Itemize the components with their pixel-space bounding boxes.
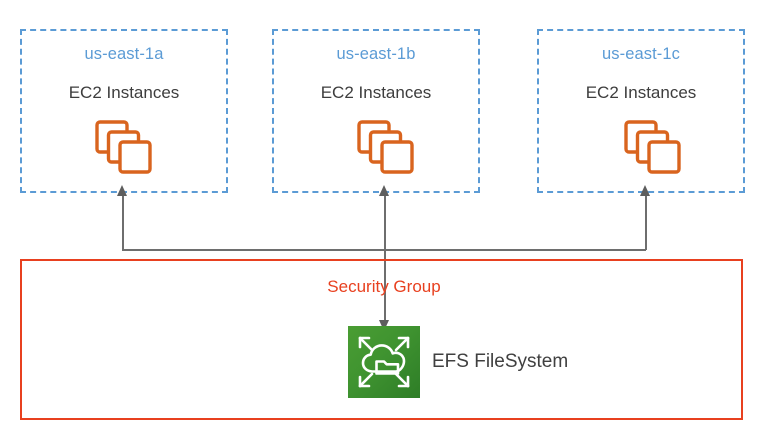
az-label-us-east-1b: us-east-1b bbox=[336, 45, 416, 63]
efs-filesystem-icon bbox=[348, 326, 420, 398]
availability-zone-us-east-1c[interactable]: us-east-1c EC2 Instances bbox=[537, 29, 745, 193]
connector-drop-to-efs bbox=[384, 249, 386, 321]
az-resource-label-us-east-1c: EC2 Instances bbox=[585, 83, 697, 102]
connector-riser-az-2 bbox=[384, 196, 386, 250]
efs-filesystem-label: EFS FileSystem bbox=[432, 351, 569, 372]
connector-riser-az-3 bbox=[645, 196, 647, 250]
connector-arrow-efs bbox=[379, 320, 389, 331]
connector-arrow-az-2 bbox=[379, 185, 389, 196]
security-group-label: Security Group bbox=[327, 277, 441, 296]
az-resource-label-us-east-1b: EC2 Instances bbox=[320, 83, 432, 102]
ec2-instances-icon bbox=[356, 119, 418, 175]
az-resource-label-us-east-1a: EC2 Instances bbox=[68, 83, 180, 102]
ec2-instances-icon bbox=[94, 119, 156, 175]
connector-arrow-az-1 bbox=[117, 185, 127, 196]
az-label-us-east-1a: us-east-1a bbox=[84, 45, 164, 63]
connector-riser-az-1 bbox=[122, 196, 124, 250]
az-label-us-east-1c: us-east-1c bbox=[601, 45, 681, 63]
security-group-boundary[interactable] bbox=[20, 259, 743, 420]
availability-zone-us-east-1b[interactable]: us-east-1b EC2 Instances bbox=[272, 29, 480, 193]
connector-arrow-az-3 bbox=[640, 185, 650, 196]
availability-zone-us-east-1a[interactable]: us-east-1a EC2 Instances bbox=[20, 29, 228, 193]
ec2-instances-icon bbox=[623, 119, 685, 175]
